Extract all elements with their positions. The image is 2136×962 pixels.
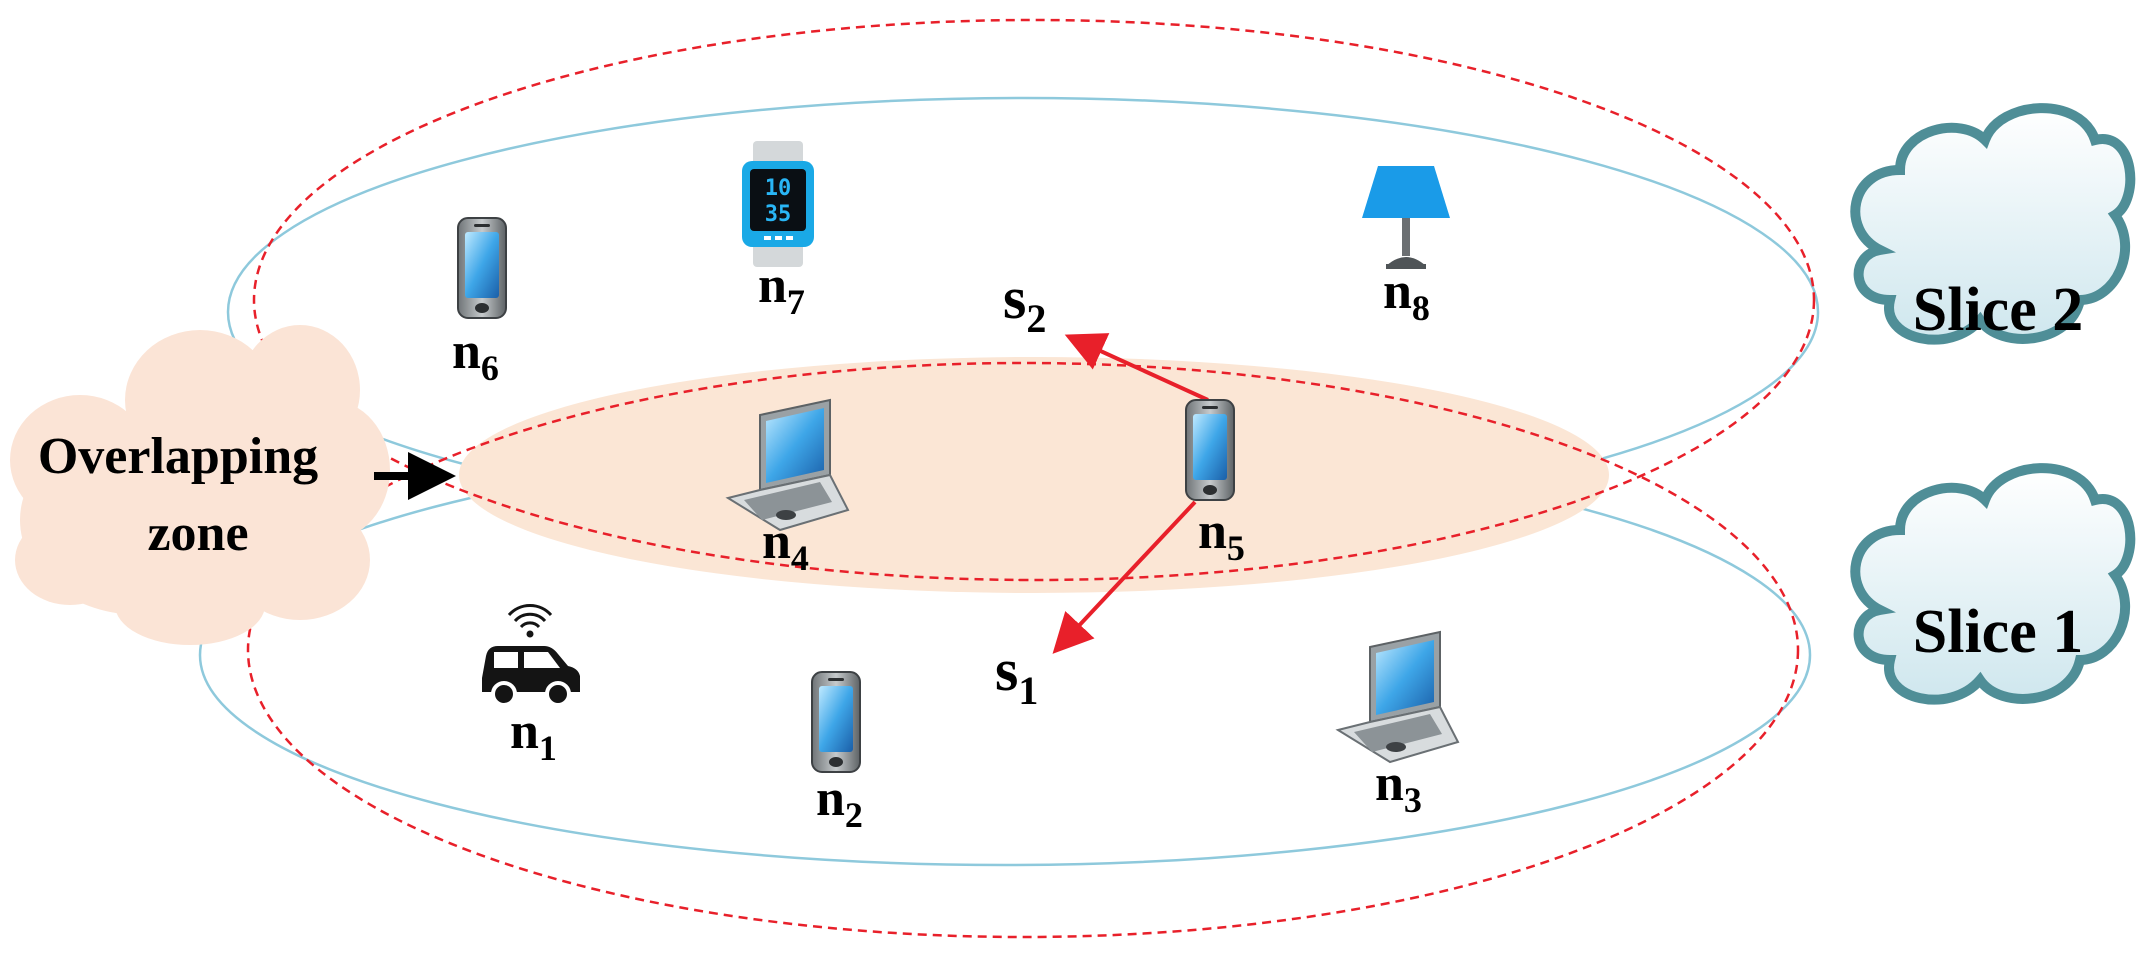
node-n2-label: n2	[816, 770, 863, 835]
link-n5-s2	[1064, 333, 1209, 402]
slice2-cloud	[1850, 103, 2136, 345]
node-n8-label: n8	[1383, 263, 1430, 328]
node-n1-label: n1	[510, 703, 557, 768]
link-n5-s1	[1052, 500, 1197, 654]
watch-minute: 35	[765, 202, 792, 227]
connected-car-icon-n1	[482, 604, 580, 707]
laptop-icon-n3	[1337, 631, 1459, 763]
smartphone-icon-n2	[811, 671, 861, 773]
smartphone-icon-n5	[1185, 399, 1235, 501]
smartphone-icon-n6	[457, 217, 507, 319]
node-n3-label: n3	[1375, 755, 1422, 820]
slice1-cloud	[1850, 463, 2136, 705]
overlap-cloud	[10, 325, 390, 645]
node-n5-label: n5	[1198, 503, 1245, 568]
slice1-label: Slice 1	[1913, 598, 2083, 666]
slice1-coverage	[246, 361, 1800, 939]
watch-hour: 10	[765, 176, 792, 201]
slice2-coverage	[252, 18, 1816, 582]
smartwatch-icon-n7: 10 35	[742, 141, 814, 267]
overlap-zone	[459, 357, 1609, 593]
node-n7-label: n7	[758, 257, 805, 322]
overlap-label-line1: Overlapping	[38, 428, 318, 485]
lamp-icon-n8	[1362, 166, 1450, 269]
overlap-label-line2: zone	[147, 505, 248, 562]
node-n4-label: n4	[762, 513, 809, 578]
node-n6-label: n6	[452, 323, 499, 388]
slice2-label: Slice 2	[1913, 276, 2083, 344]
server-s2-label: s2	[1003, 265, 1046, 341]
server-s1-label: s1	[995, 637, 1038, 713]
